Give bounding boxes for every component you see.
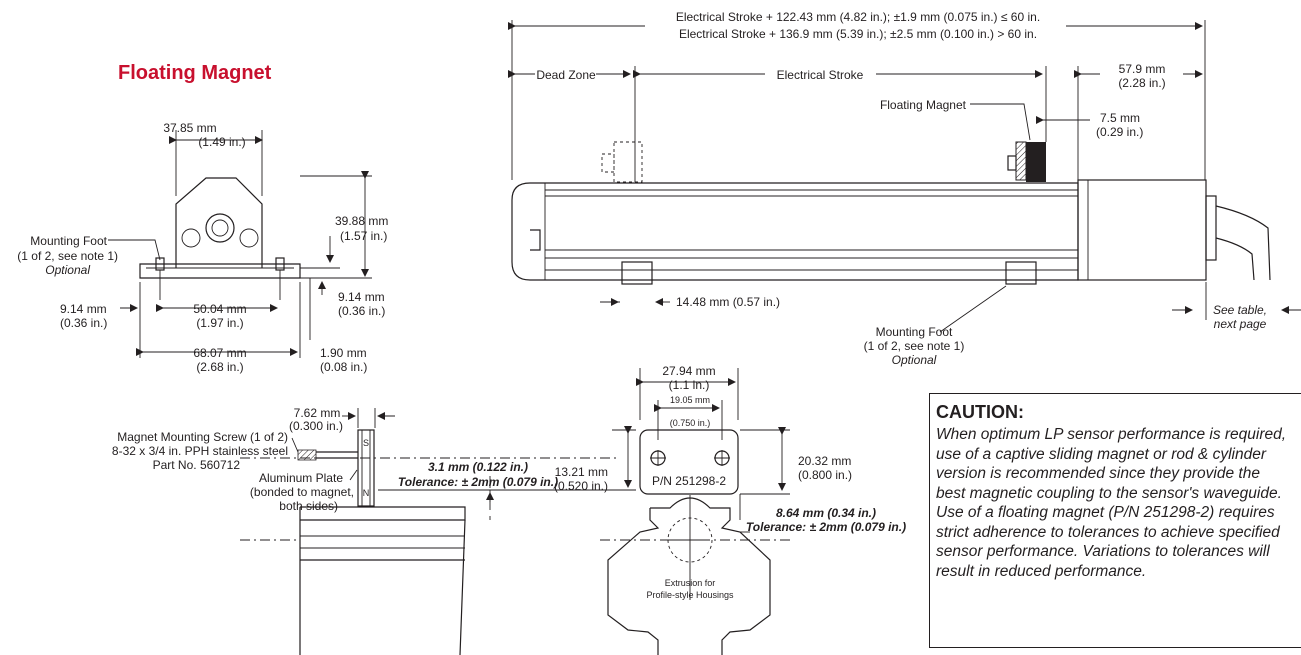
front-hole-spacing-in: (1.97 in.) [196, 316, 243, 330]
section-title: Floating Magnet [118, 62, 272, 84]
front-right-offset-in: (0.36 in.) [338, 304, 385, 318]
front-width-top-in: (1.49 in.) [198, 135, 245, 149]
electrical-stroke-label: Electrical Stroke [777, 68, 864, 82]
screw-label: Magnet Mounting Screw (1 of 2) [117, 430, 288, 444]
pole-n: N [363, 488, 370, 498]
front-left-offset-mm: 9.14 mm [60, 302, 107, 316]
plate-label-note: (bonded to magnet, [250, 485, 354, 499]
front-height-in: (1.57 in.) [340, 229, 387, 243]
caution-line: strict adherence to tolerances to achiev… [936, 523, 1280, 541]
front-foot-note: (1 of 2, see note 1) [17, 249, 118, 263]
caution-line: When optimum LP sensor performance is re… [936, 426, 1287, 443]
plate-width-in: (0.300 in.) [289, 419, 343, 433]
foot-width-label: 14.48 mm (0.57 in.) [676, 295, 780, 309]
mag-height-in: (0.520 in.) [554, 479, 608, 493]
caution-line: Use of a floating magnet (P/N 251298-2) … [936, 504, 1275, 521]
caution-title: CAUTION: [936, 402, 1024, 422]
gap2-value: 8.64 mm (0.34 in.) [776, 506, 876, 520]
mag-total-height-mm: 20.32 mm [798, 454, 851, 468]
plate-label-sides: both sides) [279, 499, 338, 513]
side-foot-note: (1 of 2, see note 1) [864, 339, 965, 353]
magnet-offset-in: (0.29 in.) [1096, 125, 1143, 139]
extrusion-label-2: Profile-style Housings [646, 590, 734, 600]
floating-magnet-label: Floating Magnet [880, 98, 967, 112]
screw-part-no: Part No. 560712 [153, 458, 241, 472]
mag-hole-spacing-mm: 19.05 mm [670, 395, 710, 405]
side-view [508, 20, 1301, 333]
caution-line: result in reduced performance. [936, 562, 1147, 580]
front-overall-width-in: (2.68 in.) [196, 360, 243, 374]
stroke-line-1: Electrical Stroke + 122.43 mm (4.82 in.)… [676, 10, 1040, 24]
pole-s: S [363, 438, 369, 448]
caution-line: sensor performance. Variations to tolera… [936, 543, 1270, 560]
front-foot-thickness-mm: 1.90 mm [320, 346, 367, 360]
extrusion-label: Extrusion for [665, 578, 716, 588]
front-overall-width-mm: 68.07 mm [193, 346, 246, 360]
mag-total-height-in: (0.800 in.) [798, 468, 852, 482]
end-dim-mm: 57.9 mm [1119, 62, 1166, 76]
see-table-next: next page [1214, 317, 1267, 331]
front-height-mm: 39.88 mm [335, 214, 388, 228]
end-dim-in: (2.28 in.) [1118, 76, 1165, 90]
front-width-top-mm: 37.85 mm [163, 121, 216, 135]
see-table-label: See table, [1213, 303, 1267, 317]
side-foot-label: Mounting Foot [876, 325, 953, 339]
magnet-offset-mm: 7.5 mm [1100, 111, 1140, 125]
front-hole-spacing-mm: 50.04 mm [193, 302, 246, 316]
front-view [108, 130, 372, 358]
mag-hole-spacing-in: (0.750 in.) [670, 418, 711, 428]
caution-text: When optimum LP sensor performance is re… [936, 425, 1301, 581]
stroke-line-2: Electrical Stroke + 136.9 mm (5.39 in.);… [679, 27, 1037, 41]
caution-line: version is recommended since they provid… [936, 465, 1260, 482]
front-foot-label: Mounting Foot [30, 234, 107, 248]
front-right-offset-mm: 9.14 mm [338, 290, 385, 304]
front-foot-optional: Optional [45, 263, 90, 277]
mag-width-mm: 27.94 mm [662, 364, 715, 378]
caution-line: best magnetic coupling to the sensor's w… [936, 484, 1282, 502]
side-foot-optional: Optional [892, 353, 937, 367]
front-left-offset-in: (0.36 in.) [60, 316, 107, 330]
dead-zone-label: Dead Zone [536, 68, 596, 82]
front-foot-thickness-in: (0.08 in.) [320, 360, 367, 374]
plate-width-mm: 7.62 mm [294, 406, 341, 420]
gap2-tolerance: Tolerance: ± 2mm (0.079 in.) [746, 520, 906, 534]
magnet-detail [240, 368, 790, 655]
mag-width-in: (1.1 in.) [669, 378, 710, 392]
gap-tolerance: Tolerance: ± 2mm (0.079 in.) [398, 475, 558, 489]
magnet-part-no: P/N 251298-2 [652, 474, 726, 488]
mag-height-mm: 13.21 mm [555, 465, 608, 479]
caution-line: use of a captive sliding magnet or rod &… [936, 445, 1266, 463]
gap-value: 3.1 mm (0.122 in.) [428, 460, 528, 474]
screw-spec: 8-32 x 3/4 in. PPH stainless steel [112, 444, 288, 458]
plate-label: Aluminum Plate [259, 471, 343, 485]
caution-box: CAUTION: When optimum LP sensor performa… [929, 393, 1301, 648]
